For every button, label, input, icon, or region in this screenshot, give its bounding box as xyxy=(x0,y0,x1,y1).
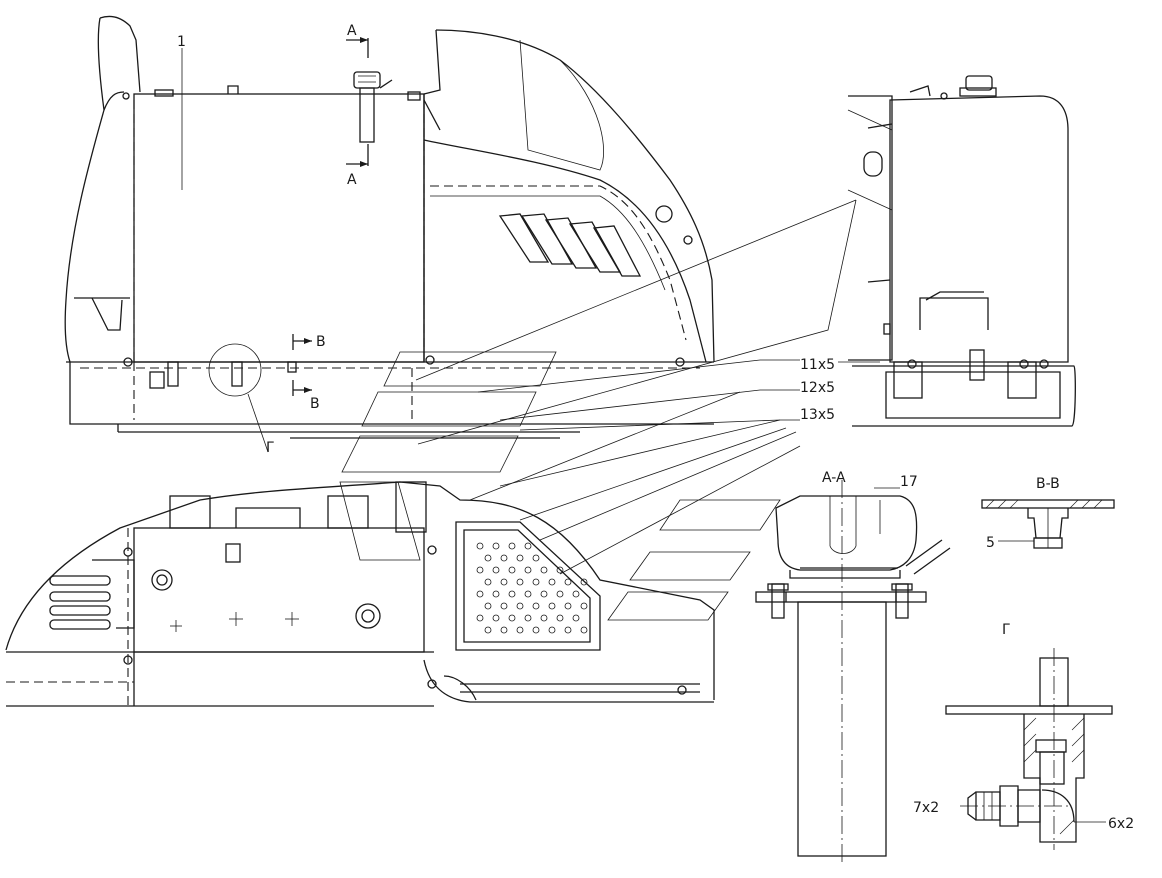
part-7-label: 7x2 xyxy=(913,800,939,816)
detail-g-marker: Г xyxy=(266,440,275,456)
callout-11: 11x5 xyxy=(800,357,835,373)
section-bb-view: B-B 5 xyxy=(981,476,1115,551)
perforation-hole xyxy=(580,578,588,586)
section-a-label-top: A xyxy=(347,23,357,39)
perforation-hole xyxy=(572,590,580,598)
perforation-hole xyxy=(492,542,500,550)
perforation-hole xyxy=(580,602,588,610)
perforation-hole xyxy=(572,614,580,622)
perforation-hole xyxy=(540,614,548,622)
perforation-hole xyxy=(532,626,540,634)
perforation-hole xyxy=(492,614,500,622)
part-5-label: 5 xyxy=(986,535,995,551)
perforation-hole xyxy=(548,626,556,634)
fuel-tank-body xyxy=(133,93,425,363)
section-b-label-bottom: B xyxy=(310,396,320,412)
part-1-label: 1 xyxy=(177,34,186,50)
perforation-hole xyxy=(548,602,556,610)
perforation-hole xyxy=(556,566,564,574)
perforation-hole xyxy=(500,602,508,610)
step-plates xyxy=(339,351,781,621)
section-a-label-bottom: A xyxy=(347,172,357,188)
perforation-hole xyxy=(516,626,524,634)
perforation-hole xyxy=(516,578,524,586)
vent-louvres xyxy=(498,213,642,277)
perforation-hole xyxy=(476,614,484,622)
plan-view xyxy=(5,481,715,707)
filler-neck xyxy=(353,71,393,143)
perforation-hole xyxy=(564,602,572,610)
view-bb-title: B-B xyxy=(1036,476,1060,492)
perforation-hole xyxy=(484,626,492,634)
section-aa-view: A-A 17 xyxy=(755,470,951,862)
perforated-step xyxy=(455,521,601,651)
perforation-hole xyxy=(484,602,492,610)
perforation-hole xyxy=(500,554,508,562)
perforation-hole xyxy=(516,602,524,610)
perforation-hole xyxy=(524,590,532,598)
perforation-hole xyxy=(484,578,492,586)
perforation-hole xyxy=(532,554,540,562)
perforation-hole xyxy=(564,626,572,634)
perforation-hole xyxy=(532,602,540,610)
perforation-hole xyxy=(492,590,500,598)
perforation-hole xyxy=(500,578,508,586)
perforation-hole xyxy=(556,614,564,622)
part-6-label: 6x2 xyxy=(1108,816,1134,832)
callout-12: 12x5 xyxy=(800,380,835,396)
perforation-hole xyxy=(548,578,556,586)
detail-g-view: Г 7x2 6x2 xyxy=(913,622,1134,850)
perforation-hole xyxy=(540,590,548,598)
perforation-hole xyxy=(476,542,484,550)
perforation-hole xyxy=(500,626,508,634)
perforation-hole xyxy=(516,554,524,562)
perforation-hole xyxy=(492,566,500,574)
perforation-hole xyxy=(532,578,540,586)
perforation-hole xyxy=(524,566,532,574)
perforation-hole xyxy=(476,566,484,574)
end-view xyxy=(847,75,1076,427)
perforation-hole xyxy=(508,542,516,550)
detail-g-circle xyxy=(208,343,262,397)
perforation-hole xyxy=(508,590,516,598)
perforation-hole xyxy=(524,614,532,622)
detail-g-title: Г xyxy=(1002,622,1011,638)
perforation-hole xyxy=(508,566,516,574)
perforation-hole xyxy=(540,566,548,574)
main-side-view: A A 1 xyxy=(64,15,715,456)
perforation-hole xyxy=(508,614,516,622)
part-17-label: 17 xyxy=(900,474,918,490)
perforation-hole xyxy=(564,578,572,586)
perforation-hole xyxy=(476,590,484,598)
view-aa-title: A-A xyxy=(822,470,846,486)
mount-bolts xyxy=(122,92,685,367)
callout-leaders xyxy=(415,199,880,575)
callout-13: 13x5 xyxy=(800,407,835,423)
section-b-label-top: B xyxy=(316,334,326,350)
perforation-hole xyxy=(580,626,588,634)
hatching xyxy=(1023,717,1085,835)
perforation-hole xyxy=(524,542,532,550)
perforation-holes xyxy=(476,542,588,634)
perforation-hole xyxy=(484,554,492,562)
perforation-hole xyxy=(556,590,564,598)
